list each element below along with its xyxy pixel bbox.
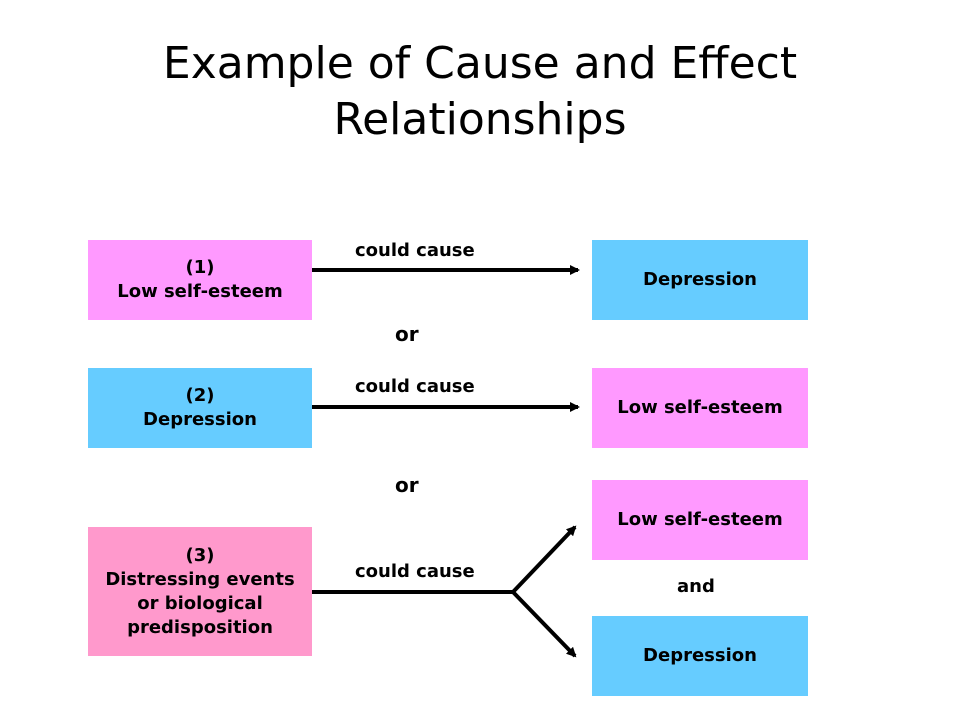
cause-text-3c: predisposition [127, 616, 273, 638]
cause-box-2: (2) Depression [88, 368, 312, 448]
cause-box-3: (3) Distressing events or biological pre… [88, 527, 312, 656]
effect-box-3a: Low self-esteem [592, 480, 808, 560]
cause-number-1: (1) [185, 257, 215, 278]
separator-or-1: or [395, 322, 419, 346]
effect-text-2: Low self-esteem [617, 397, 783, 418]
cause-box-1: (1) Low self-esteem [88, 240, 312, 320]
cause-text-2: Depression [143, 409, 257, 430]
title-line-2: Relationships [333, 94, 627, 145]
arrow-3-branch-down [511, 590, 577, 658]
cause-text-3b: or biological [137, 592, 263, 614]
effect-text-3b: Depression [643, 645, 757, 666]
effect-text-1: Depression [643, 269, 757, 290]
cause-number-2: (2) [185, 385, 215, 406]
title-line-1: Example of Cause and Effect [162, 38, 798, 89]
page-title: Example of Cause and Effect Relationship… [0, 36, 960, 148]
arrow-3-branch-up [511, 525, 577, 594]
effect-joiner-and: and [677, 576, 715, 597]
connector-label-2: could cause [355, 376, 475, 397]
cause-text-3a: Distressing events [105, 568, 295, 590]
connector-label-3: could cause [355, 561, 475, 582]
separator-or-2: or [395, 473, 419, 497]
effect-box-1: Depression [592, 240, 808, 320]
cause-number-3: (3) [185, 544, 215, 566]
effect-text-3a: Low self-esteem [617, 509, 783, 530]
connector-label-1: could cause [355, 240, 475, 261]
effect-box-2: Low self-esteem [592, 368, 808, 448]
cause-text-1: Low self-esteem [117, 281, 283, 302]
effect-box-3b: Depression [592, 616, 808, 696]
